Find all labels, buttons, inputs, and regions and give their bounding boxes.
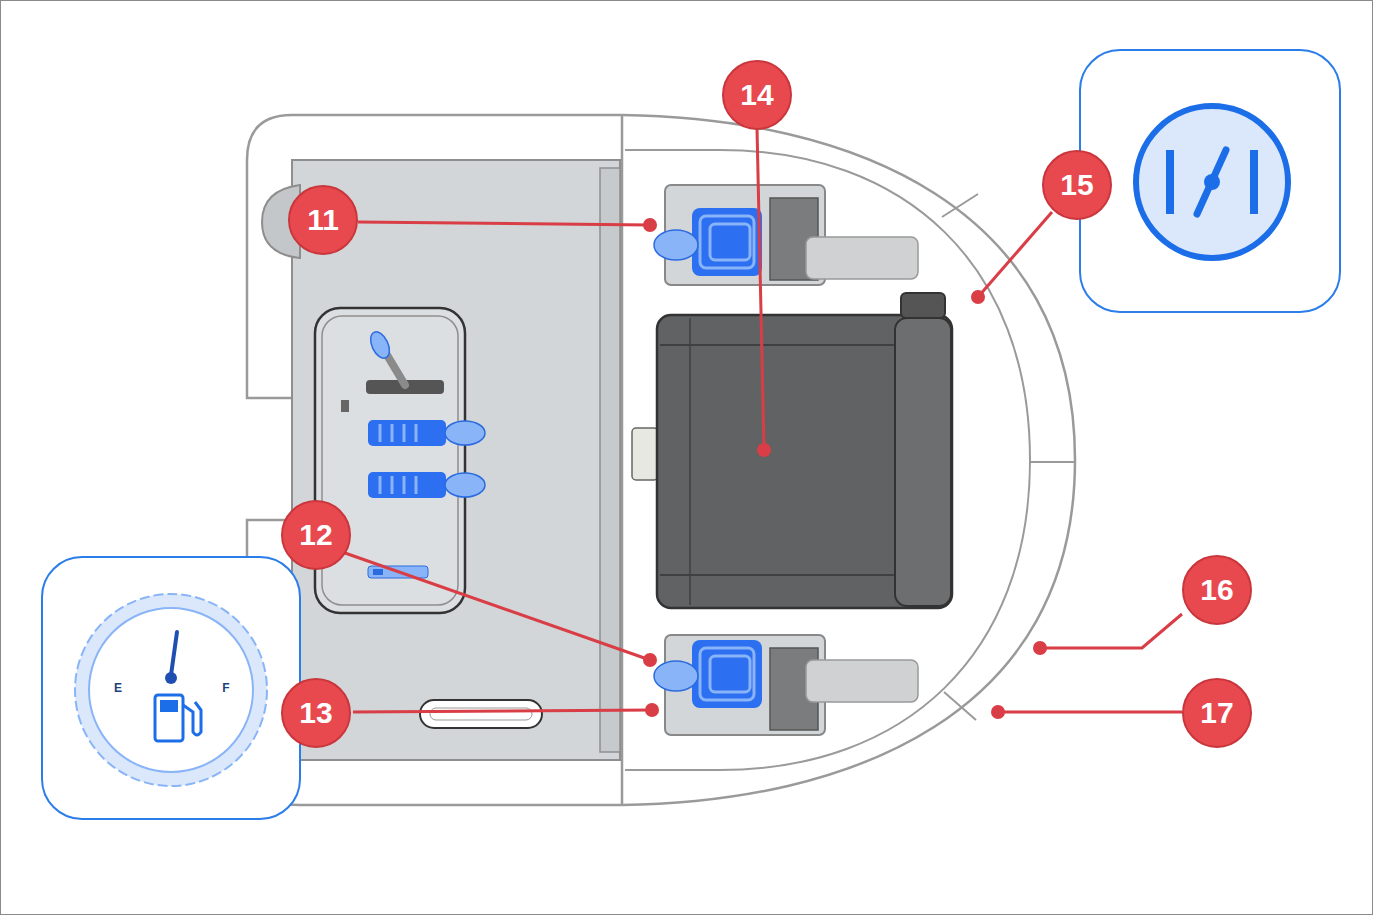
callout-circle: 17 bbox=[1182, 678, 1252, 748]
callout-circle: 12 bbox=[281, 500, 351, 570]
callout-number: 13 bbox=[299, 698, 332, 728]
gauge-letter: F bbox=[222, 682, 229, 694]
callout-circle: 11 bbox=[288, 185, 358, 255]
callout-number: 15 bbox=[1060, 170, 1093, 200]
callout-circle: 13 bbox=[281, 678, 351, 748]
callout-number: 14 bbox=[740, 80, 773, 110]
callout-circle: 15 bbox=[1042, 150, 1112, 220]
callout-number: 16 bbox=[1200, 575, 1233, 605]
callout-circle: 14 bbox=[722, 60, 792, 130]
callout-number: 17 bbox=[1200, 698, 1233, 728]
callout-circle: 16 bbox=[1182, 555, 1252, 625]
callout-number: 12 bbox=[299, 520, 332, 550]
gauge-letter: E bbox=[114, 682, 122, 694]
callout-number: 11 bbox=[307, 205, 339, 235]
